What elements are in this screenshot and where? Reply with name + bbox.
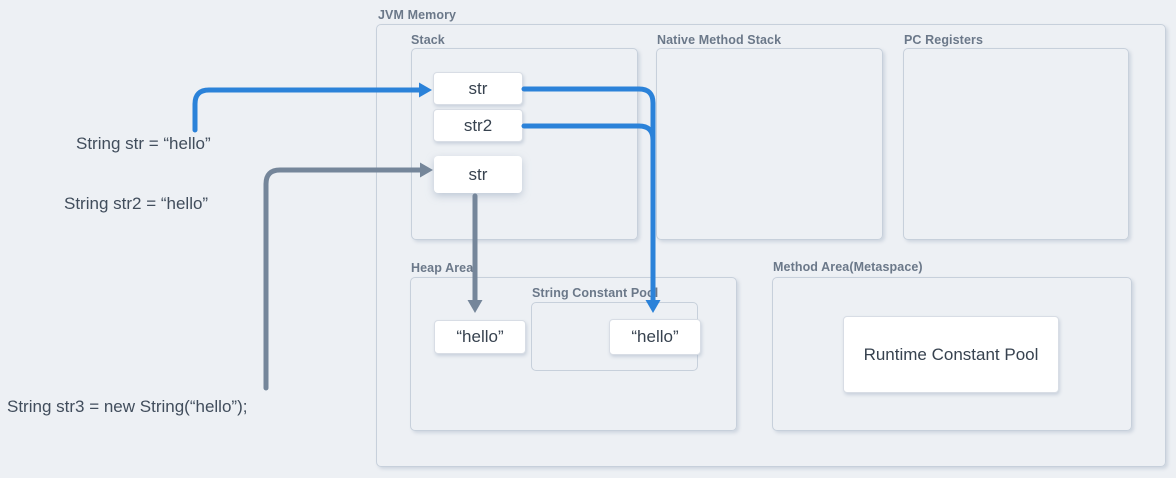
native-method-stack-box [656, 48, 883, 240]
runtime-constant-pool-cell: Runtime Constant Pool [843, 316, 1059, 393]
pc-registers-label: PC Registers [904, 33, 984, 47]
string-constant-pool-label: String Constant Pool [532, 286, 659, 300]
method-area-box [772, 277, 1132, 431]
method-area-label: Method Area(Metaspace) [773, 260, 923, 274]
heap-hello-cell: “hello” [434, 320, 526, 354]
stack-cell-str2: str2 [433, 109, 523, 142]
native-method-stack-label: Native Method Stack [657, 33, 782, 47]
stack-cell-str: str [433, 72, 523, 105]
code-line-str: String str = “hello” [76, 134, 211, 153]
pc-registers-box [903, 48, 1129, 240]
stack-label: Stack [411, 33, 445, 47]
stack-cell-str3: str [434, 156, 522, 193]
scp-hello-cell: “hello” [609, 319, 701, 355]
code-line-str2: String str2 = “hello” [64, 194, 209, 213]
jvm-memory-label: JVM Memory [378, 8, 457, 22]
heap-area-label: Heap Area [411, 261, 474, 275]
code-line-str3: String str3 = new String(“hello”); [7, 397, 248, 416]
